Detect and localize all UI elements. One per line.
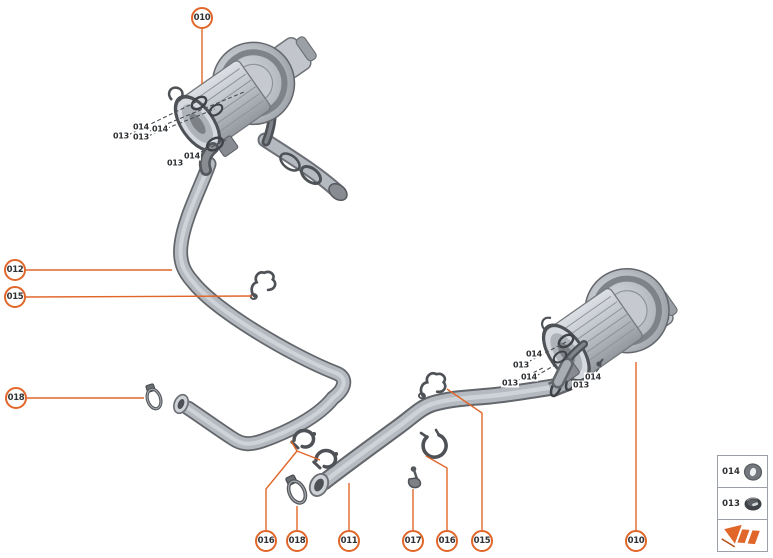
left-air-pump (167, 36, 348, 202)
part-label-014: 014 (182, 151, 202, 161)
clamp-icon (744, 497, 762, 510)
part-label-013: 013 (511, 360, 531, 370)
callout-015-bottom[interactable]: 015 (471, 530, 493, 552)
clip-017 (407, 466, 422, 489)
legend-row-arrow (718, 520, 767, 551)
callout-016-bottom[interactable]: 016 (255, 530, 277, 552)
callout-018-left[interactable]: 018 (5, 387, 27, 409)
part-label-014: 014 (583, 372, 603, 382)
part-label-013: 013 (500, 378, 520, 388)
hose-012 (173, 156, 352, 452)
part-label-013: 013 (571, 380, 591, 390)
clip-015-lower (417, 372, 447, 400)
clip-016-c (419, 428, 448, 459)
legend-row-014: 014 (718, 456, 767, 488)
part-label-013: 013 (111, 131, 131, 141)
right-air-pump (541, 267, 678, 389)
clamp-018-left (145, 383, 163, 411)
part-label-014: 014 (150, 124, 170, 134)
legend-box: 014 013 (717, 455, 768, 552)
callout-leader-lines (25, 29, 637, 530)
hose-012-open-end (173, 393, 189, 415)
hose-011-open-end (308, 473, 330, 497)
dashed-leader-lines (127, 91, 602, 385)
legend-row-013: 013 (718, 488, 767, 520)
clip-015-upper (249, 270, 277, 300)
clamp-018-bottom (285, 474, 308, 505)
part-label-013: 013 (131, 132, 151, 142)
callout-015-left[interactable]: 015 (4, 286, 26, 308)
callout-011[interactable]: 011 (338, 530, 360, 552)
clip-016-b (312, 448, 339, 470)
part-label-013: 013 (165, 158, 185, 168)
callout-012[interactable]: 012 (4, 259, 26, 281)
legend-label-013: 013 (722, 498, 740, 509)
part-label-014: 014 (524, 349, 544, 359)
legend-label-014: 014 (722, 466, 740, 477)
callout-010-top[interactable]: 010 (191, 7, 213, 29)
part-label-014: 014 (131, 122, 151, 132)
callout-017[interactable]: 017 (402, 530, 424, 552)
callout-018-bottom[interactable]: 018 (286, 530, 308, 552)
direction-arrow-icon[interactable] (720, 523, 765, 549)
part-label-014: 014 (519, 372, 539, 382)
callout-010-right[interactable]: 010 (625, 530, 647, 552)
grommet-icon (743, 462, 762, 481)
callout-016-right[interactable]: 016 (436, 530, 458, 552)
